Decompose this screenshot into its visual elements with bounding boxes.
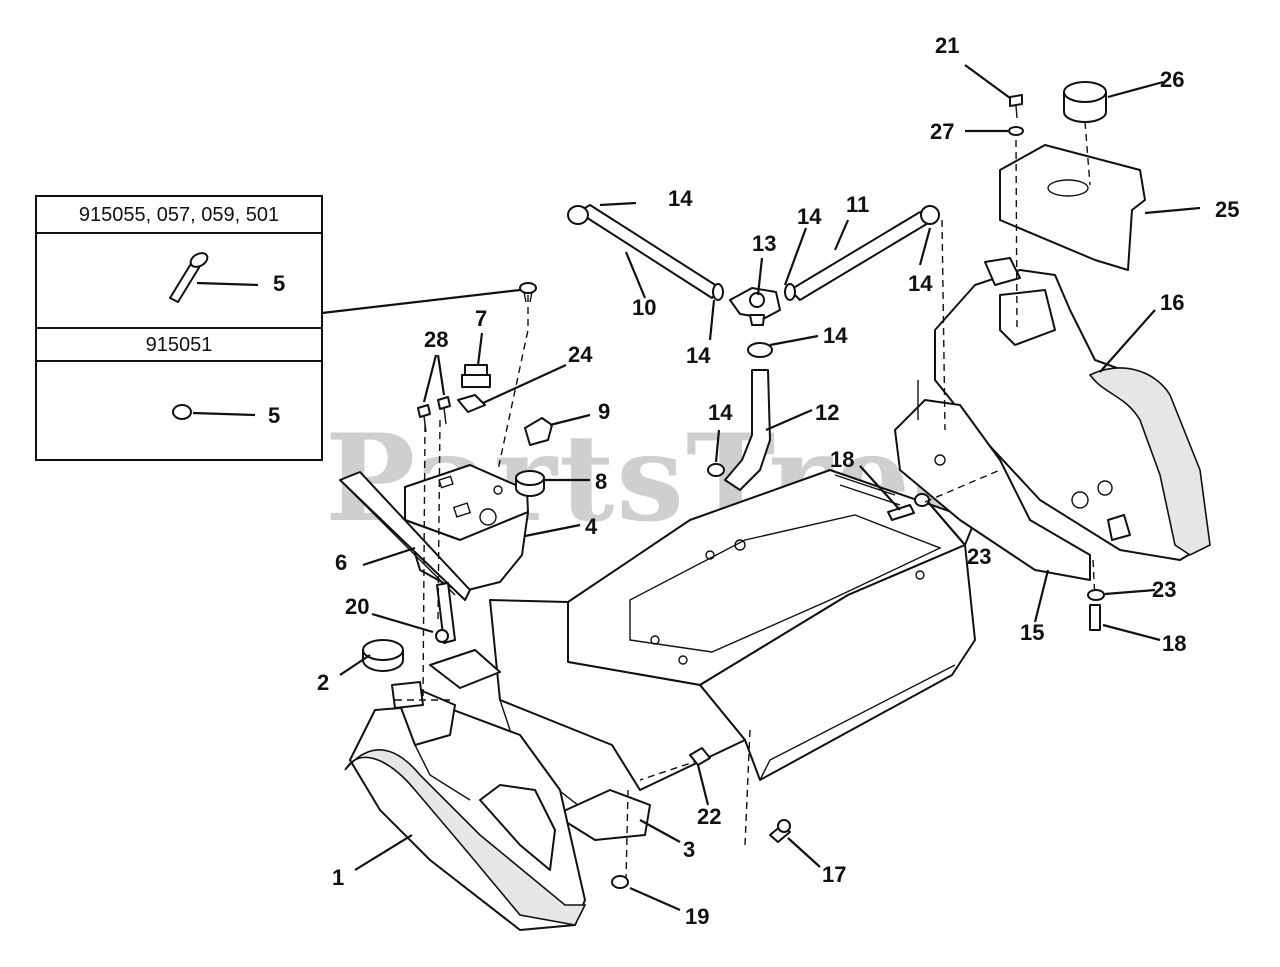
bolt-18-lower xyxy=(1087,589,1105,631)
callout-16: 16 xyxy=(1160,290,1184,315)
callout-22: 22 xyxy=(697,804,721,829)
bolt-17 xyxy=(769,819,791,843)
ignition-switch xyxy=(461,364,491,388)
legend-plug-illustration xyxy=(172,404,192,420)
bolt-18-upper xyxy=(887,493,930,521)
cable-clip xyxy=(524,417,553,446)
callout-2: 2 xyxy=(317,670,329,695)
legend-part-5-b: 5 xyxy=(268,403,280,428)
callout-6: 6 xyxy=(335,550,347,575)
fender-shroud xyxy=(999,144,1146,271)
nut-22 xyxy=(689,747,711,766)
callout-18-b: 18 xyxy=(1162,631,1186,656)
callout-18-a: 18 xyxy=(830,447,854,472)
throttle-knob xyxy=(515,470,545,497)
callout-numbers: 1 2 3 4 6 7 8 9 10 11 12 13 14 14 14 14 … xyxy=(317,33,1239,929)
right-fuel-tank-fender xyxy=(894,257,1211,581)
fuel-cap-right xyxy=(1063,81,1107,123)
callout-11: 11 xyxy=(846,192,869,217)
callout-23-b: 23 xyxy=(1152,577,1176,602)
callout-4: 4 xyxy=(585,514,598,539)
callout-28: 28 xyxy=(424,327,448,352)
hose-clamps xyxy=(707,283,796,477)
legend-models-group-2: 915051 xyxy=(146,334,213,356)
callout-14-e: 14 xyxy=(823,323,848,348)
callout-19: 19 xyxy=(685,904,709,929)
left-fuel-tank-fender xyxy=(344,681,587,931)
callout-15: 15 xyxy=(1020,620,1044,645)
fuel-tube-left xyxy=(567,204,721,299)
callout-8: 8 xyxy=(595,469,607,494)
callout-25: 25 xyxy=(1215,197,1239,222)
callout-27: 27 xyxy=(930,119,954,144)
callout-1: 1 xyxy=(332,865,344,890)
callout-14-c: 14 xyxy=(908,271,933,296)
leader-lines xyxy=(339,64,1201,912)
callout-14-d: 14 xyxy=(686,343,711,368)
legend-bolt-illustration xyxy=(169,252,209,303)
bolt-5-panel xyxy=(519,282,537,303)
callout-9: 9 xyxy=(598,399,610,424)
callout-13: 13 xyxy=(752,231,776,256)
callout-7: 7 xyxy=(475,306,487,331)
switch-bezel xyxy=(457,394,486,413)
callout-12: 12 xyxy=(815,400,839,425)
callout-20: 20 xyxy=(345,594,369,619)
bolt-20 xyxy=(435,629,449,643)
fuel-tube-down xyxy=(724,342,773,491)
callout-10: 10 xyxy=(632,295,656,320)
screw-21 xyxy=(1009,94,1023,119)
callout-17: 17 xyxy=(822,862,846,887)
washer-27 xyxy=(1008,126,1024,136)
fuel-tube-right xyxy=(789,205,940,301)
callout-14-a: 14 xyxy=(668,186,693,211)
bolt-19 xyxy=(611,875,629,889)
callout-23-a: 23 xyxy=(967,544,991,569)
callout-21: 21 xyxy=(935,33,959,58)
fuel-tee-fitting xyxy=(729,287,781,326)
callout-3: 3 xyxy=(683,837,695,862)
callout-24: 24 xyxy=(568,342,593,367)
model-legend-box: 915055, 057, 059, 501 915051 5 5 xyxy=(35,195,323,461)
gas-cap-left xyxy=(362,639,404,672)
callout-26: 26 xyxy=(1160,67,1184,92)
callout-14-f: 14 xyxy=(708,400,733,425)
callout-14-b: 14 xyxy=(797,204,822,229)
legend-part-5-a: 5 xyxy=(273,271,285,296)
legend-models-group-1: 915055, 057, 059, 501 xyxy=(79,204,279,226)
chassis-frame xyxy=(429,469,976,841)
